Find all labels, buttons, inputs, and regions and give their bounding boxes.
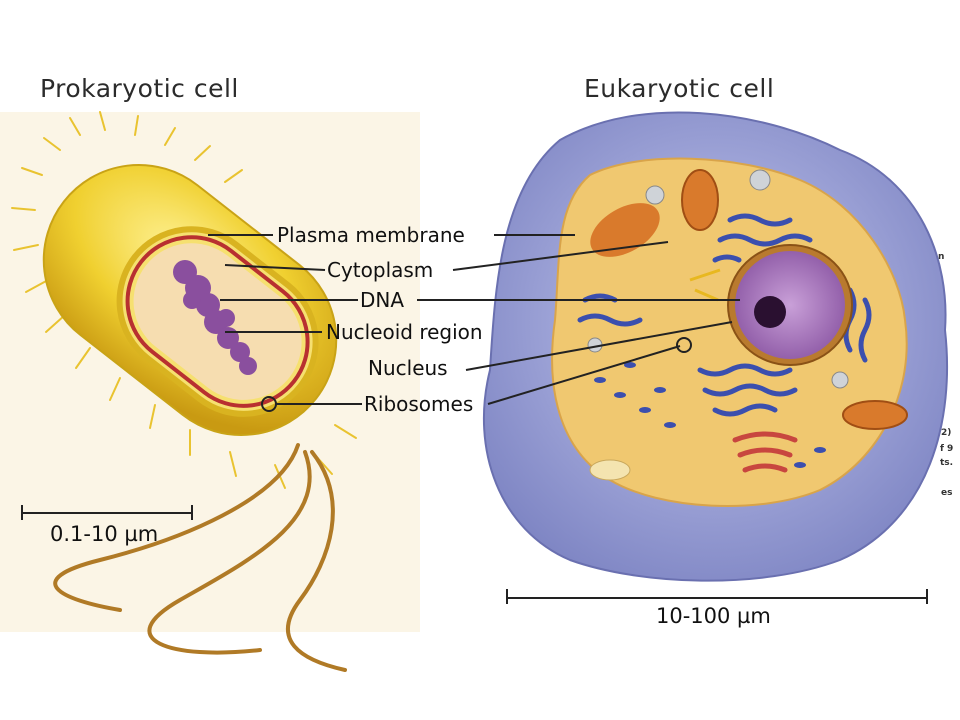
- eukaryote-title: Eukaryotic cell: [584, 74, 775, 103]
- prokaryote-scale-label: 0.1-10 µm: [50, 522, 159, 546]
- leader-lines: [208, 234, 740, 405]
- eukaryote-scale-label: 10-100 µm: [656, 604, 771, 628]
- label-nucleus: Nucleus: [368, 356, 448, 380]
- label-plasma-membrane: Plasma membrane: [277, 223, 465, 247]
- flagella: [53, 443, 347, 672]
- background-text-fragment: ts.: [940, 458, 954, 468]
- label-dna: DNA: [360, 288, 405, 312]
- background-text-fragment: 2): [941, 428, 952, 438]
- label-cytoplasm: Cytoplasm: [327, 258, 434, 282]
- prokaryote-title: Prokaryotic cell: [40, 74, 239, 103]
- eukaryote-cell: [482, 111, 948, 582]
- pili: [11, 111, 357, 489]
- background-text-fragment: n: [938, 252, 945, 262]
- background-text-fragment: f 9: [940, 444, 954, 454]
- label-nucleoid-region: Nucleoid region: [326, 320, 483, 344]
- background-text-fragment: es: [941, 488, 953, 498]
- label-ribosomes: Ribosomes: [364, 392, 474, 416]
- scale-bars: [21, 505, 928, 604]
